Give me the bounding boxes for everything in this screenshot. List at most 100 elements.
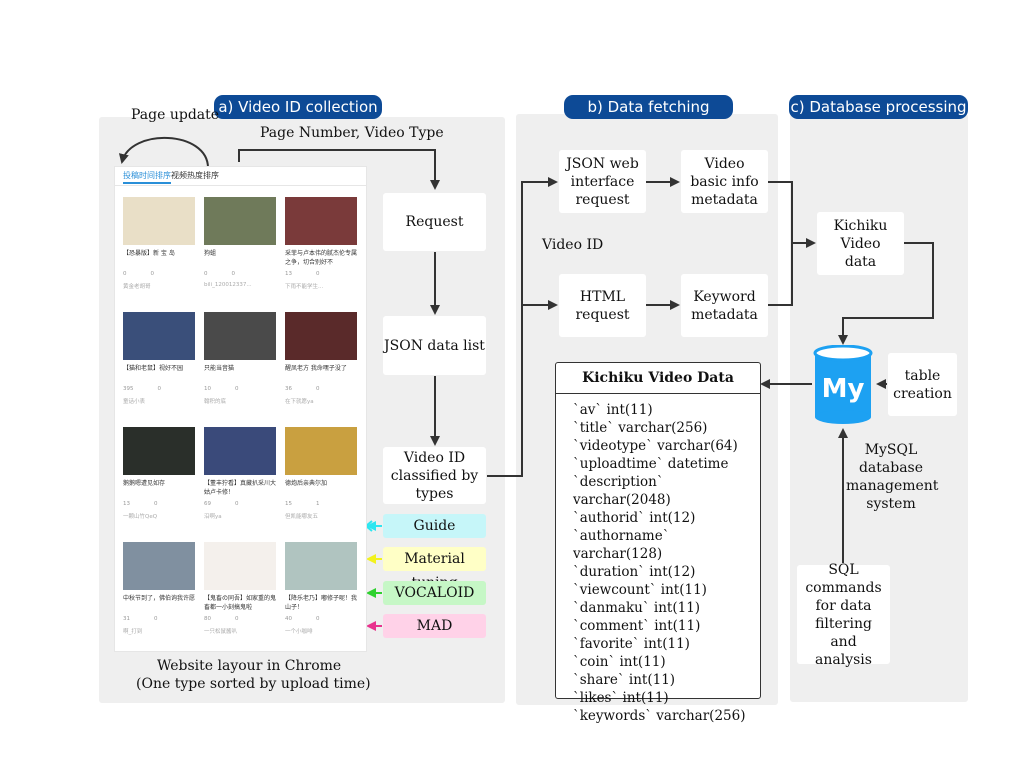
video-title[interactable]: 【鬼畜の同吾】如家重的鬼畜都一小刻搞鬼啦 — [204, 595, 276, 611]
table-field: `keywords` varchar(256) — [573, 708, 746, 724]
video-uploader[interactable]: 沿啊ya — [204, 514, 222, 520]
danmaku-count: 1 — [316, 501, 320, 507]
video-thumbnail[interactable] — [123, 197, 195, 245]
video-thumbnail[interactable] — [123, 312, 195, 360]
table-field: `av` int(11) — [573, 402, 653, 418]
video-thumbnail[interactable] — [204, 427, 276, 475]
video-uploader[interactable]: 下雨不能学生... — [285, 284, 324, 290]
table-field: `comment` int(11) — [573, 618, 701, 634]
table-field: `danmaku` int(11) — [573, 600, 701, 616]
play-count: 0 — [123, 271, 127, 277]
json-data-list-box: JSON data list — [383, 316, 486, 375]
basic-info-metadata-box: Video basic info metadata — [681, 150, 768, 213]
keyword-metadata-box: Keyword metadata — [681, 274, 768, 337]
request-box: Request — [383, 193, 486, 251]
play-count: 40 — [285, 616, 292, 622]
danmaku-count: 0 — [235, 501, 239, 507]
video-stats: 31 0 — [123, 616, 195, 622]
danmaku-count: 0 — [231, 271, 236, 277]
page-number-label: Page Number, Video Type — [260, 125, 444, 141]
video-title[interactable]: 醒凤老方 我命嘿子没了 — [285, 365, 347, 372]
video-card[interactable]: 中秋节到了，佛伯询我许愿 31 0 啊_打到 — [123, 542, 195, 648]
tab-sort-upload-time[interactable]: 投稿时间排序 — [123, 167, 171, 184]
table-creation-box: table creation — [888, 353, 957, 416]
tag-guide: Guide — [383, 514, 486, 538]
video-title[interactable]: 【董丰狞看】真藏扒采川大姑卢卡修！ — [204, 480, 276, 496]
video-title[interactable]: 【猫和老鼠】视好不园 — [123, 365, 184, 372]
tab-sort-popularity[interactable]: 视频热度排序 — [171, 171, 219, 180]
table-field: `coin` int(11) — [573, 654, 666, 670]
danmaku-count: 0 — [235, 616, 239, 622]
video-id-classified-box: Video ID classified by types — [383, 447, 486, 504]
table-field: `favorite` int(11) — [573, 636, 690, 652]
video-thumbnail[interactable] — [285, 427, 357, 475]
kichiku-video-data-table: Kichiku Video Data `av` int(11)`title` v… — [555, 362, 761, 724]
video-uploader[interactable]: 翰积的底 — [204, 399, 227, 405]
video-thumbnail[interactable] — [285, 197, 357, 245]
video-title[interactable]: 只能当音猫 — [204, 365, 235, 372]
video-uploader[interactable]: 童话小表 — [123, 399, 146, 405]
video-uploader[interactable]: 在下就愿ya — [285, 399, 314, 405]
video-uploader[interactable]: bili_120012337... — [204, 282, 252, 288]
video-thumbnail[interactable] — [204, 197, 276, 245]
video-thumbnail[interactable] — [204, 542, 276, 590]
video-card[interactable]: 【鬼畜の同吾】如家重的鬼畜都一小刻搞鬼啦 80 0 一只松鼠酱叭 — [204, 542, 276, 648]
video-thumbnail[interactable] — [285, 542, 357, 590]
table-field: `authorname` varchar(128) — [573, 528, 670, 562]
video-card[interactable]: 【董丰狞看】真藏扒采川大姑卢卡修！ 69 0 沿啊ya — [204, 427, 276, 533]
website-caption-line2: (One type sorted by upload time) — [136, 676, 371, 692]
video-thumbnail[interactable] — [123, 427, 195, 475]
play-count: 13 — [285, 271, 292, 277]
tag-vocaloid: VOCALOID — [383, 581, 486, 605]
html-request-box: HTML request — [559, 274, 646, 337]
video-thumbnail[interactable] — [204, 312, 276, 360]
table-field: `authorid` int(12) — [573, 510, 696, 526]
video-uploader[interactable]: 一个小咖啡 — [285, 629, 313, 635]
video-uploader[interactable]: 一颗山竹QeQ — [123, 514, 158, 520]
table-field: `duration` int(12) — [573, 564, 696, 580]
video-uploader[interactable]: 黄金老胡哥 — [123, 284, 151, 290]
video-title[interactable]: 鹅鹅嗯遭见如存 — [123, 480, 166, 487]
video-thumbnail[interactable] — [285, 312, 357, 360]
mysql-database-icon: My — [812, 344, 874, 425]
play-count: 69 — [204, 501, 211, 507]
video-title[interactable]: 【恐暴版】新 宝 岛 — [123, 250, 175, 257]
mysql-logo-text: My — [822, 374, 865, 404]
video-title[interactable]: 采菲与卢本伟的腻杰伦专属之争，切合别好不 — [285, 250, 357, 266]
video-thumbnail[interactable] — [123, 542, 195, 590]
danmaku-count: 0 — [157, 386, 162, 392]
danmaku-count: 0 — [154, 616, 158, 622]
video-uploader[interactable]: 一只松鼠酱叭 — [204, 629, 238, 635]
video-stats: 395 0 — [123, 386, 195, 392]
header-database-processing: c) Database processing — [789, 95, 968, 119]
play-count: 395 — [123, 386, 134, 392]
video-title[interactable]: 【降乐老乃】嘟修子呢！我山子！ — [285, 595, 357, 611]
video-title[interactable]: 中秋节到了，佛伯询我许愿 — [123, 595, 195, 602]
json-web-request-box: JSON web interface request — [559, 150, 646, 213]
play-count: 80 — [204, 616, 211, 622]
video-stats: 80 0 — [204, 616, 276, 622]
video-title[interactable]: 德炮后亲典尔加 — [285, 480, 328, 487]
video-uploader[interactable]: 啊_打到 — [123, 629, 143, 635]
table-field: `uploadtime` datetime — [573, 456, 729, 472]
play-count: 10 — [204, 386, 211, 392]
play-count: 31 — [123, 616, 130, 622]
table-field: `likes` int(11) — [573, 690, 669, 706]
video-card[interactable]: 【猫和老鼠】视好不园 395 0 童话小表 — [123, 312, 195, 418]
video-uploader[interactable]: 但凯能哪友五 — [285, 514, 319, 520]
video-title[interactable]: 狗蛆 — [204, 250, 217, 257]
